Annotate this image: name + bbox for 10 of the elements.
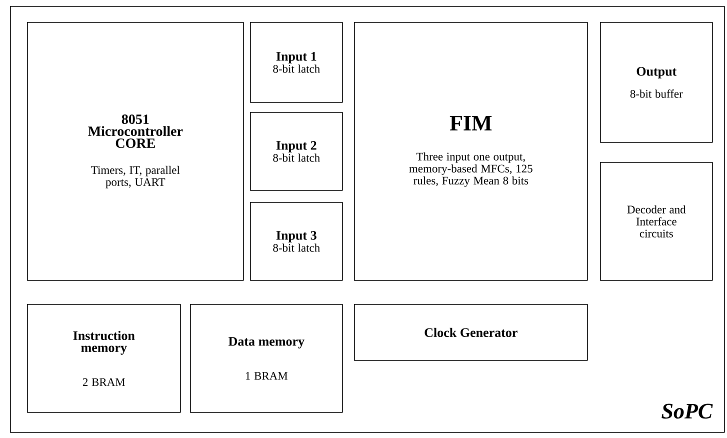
component-box: Output 8-bit buffer: [600, 22, 713, 143]
component-box: Input 2 8-bit latch: [250, 112, 343, 191]
component-box: Clock Generator: [354, 304, 588, 361]
component-box: 8051 Microcontroller CORE Timers, IT, parallel ports, UART: [27, 22, 244, 281]
component-box: Input 1 8-bit latch: [250, 22, 343, 103]
component-box: FIM Three input one output, memory-based MFCs, 125 rules, Fuzzy Mean 8 bits: [354, 22, 588, 281]
component-box: Decoder and Interface circuits: [600, 162, 713, 281]
component-box: Instruction memory 2 BRAM: [27, 304, 181, 413]
component-box: Input 3 8-bit latch: [250, 202, 343, 281]
component-box: Data memory 1 BRAM: [190, 304, 343, 413]
